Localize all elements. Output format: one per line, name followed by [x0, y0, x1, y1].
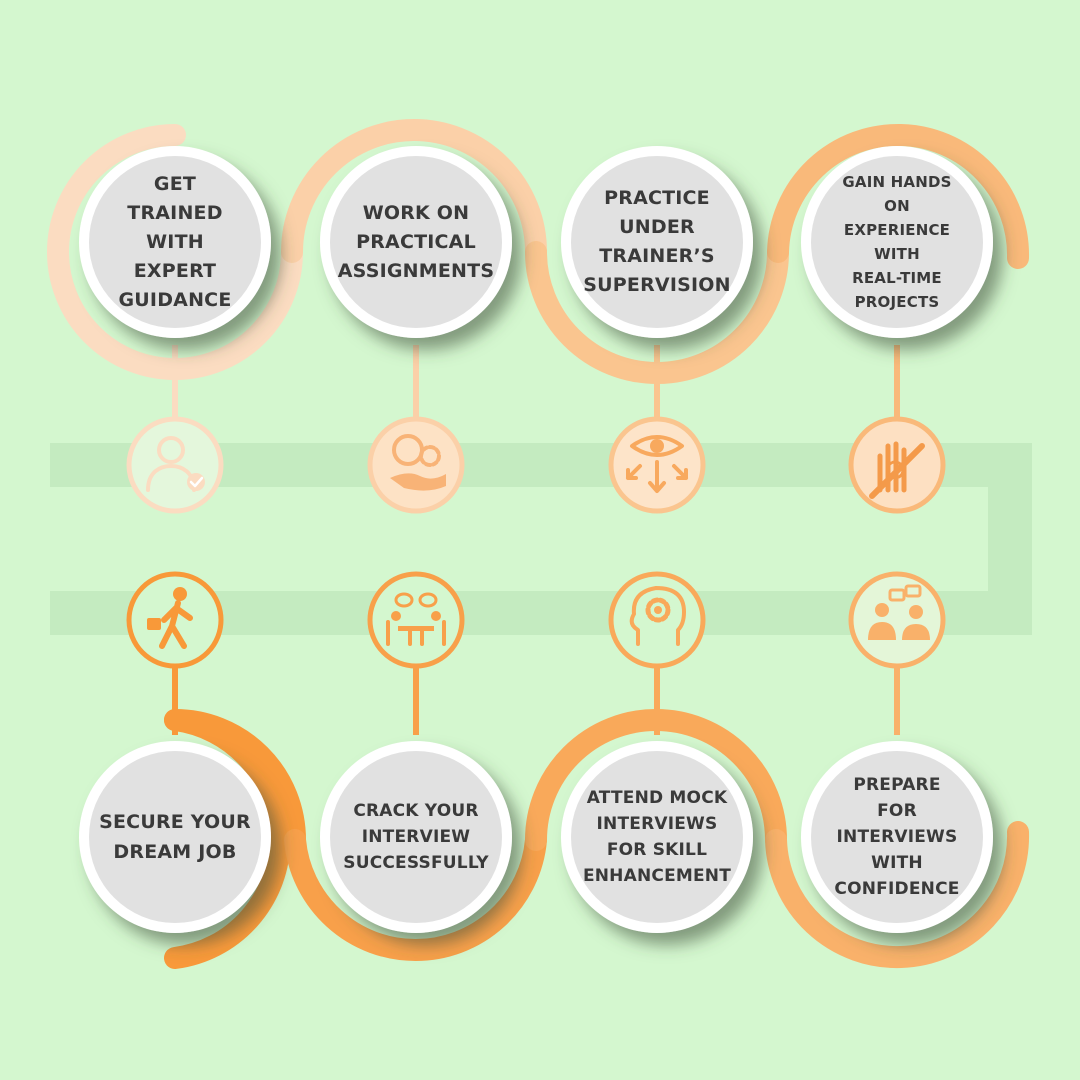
- walking-businessman-icon: [126, 571, 224, 669]
- step-circle-6: [561, 741, 753, 933]
- step-circle-1: [79, 146, 271, 338]
- brain-gear-hand-icon: [367, 416, 465, 514]
- wave-arc-1: [47, 124, 186, 380]
- step-circle-4: [801, 146, 993, 338]
- process-track: [50, 443, 1032, 635]
- wave-arc-2: [164, 241, 303, 380]
- meeting-table-icon: [367, 571, 465, 669]
- wave-arc-3: [281, 119, 547, 263]
- step-circle-7: [320, 741, 512, 933]
- wave-arc-5: [767, 124, 1030, 269]
- person-check-icon: [126, 416, 224, 514]
- step-circle-2: [320, 146, 512, 338]
- connectors: [172, 345, 900, 735]
- hand-gear-pencil-icon: [848, 416, 946, 514]
- step-circle-8: [79, 741, 271, 933]
- step-circle-5: [801, 741, 993, 933]
- wave-arc-8: [284, 829, 547, 962]
- wave-arc-7: [164, 709, 306, 851]
- people-chat-icon: [848, 571, 946, 669]
- eye-arrows-icon: [608, 416, 706, 514]
- head-gear-icon: [608, 571, 706, 669]
- wave-arc-10: [765, 821, 1030, 968]
- step-circle-3: [561, 146, 753, 338]
